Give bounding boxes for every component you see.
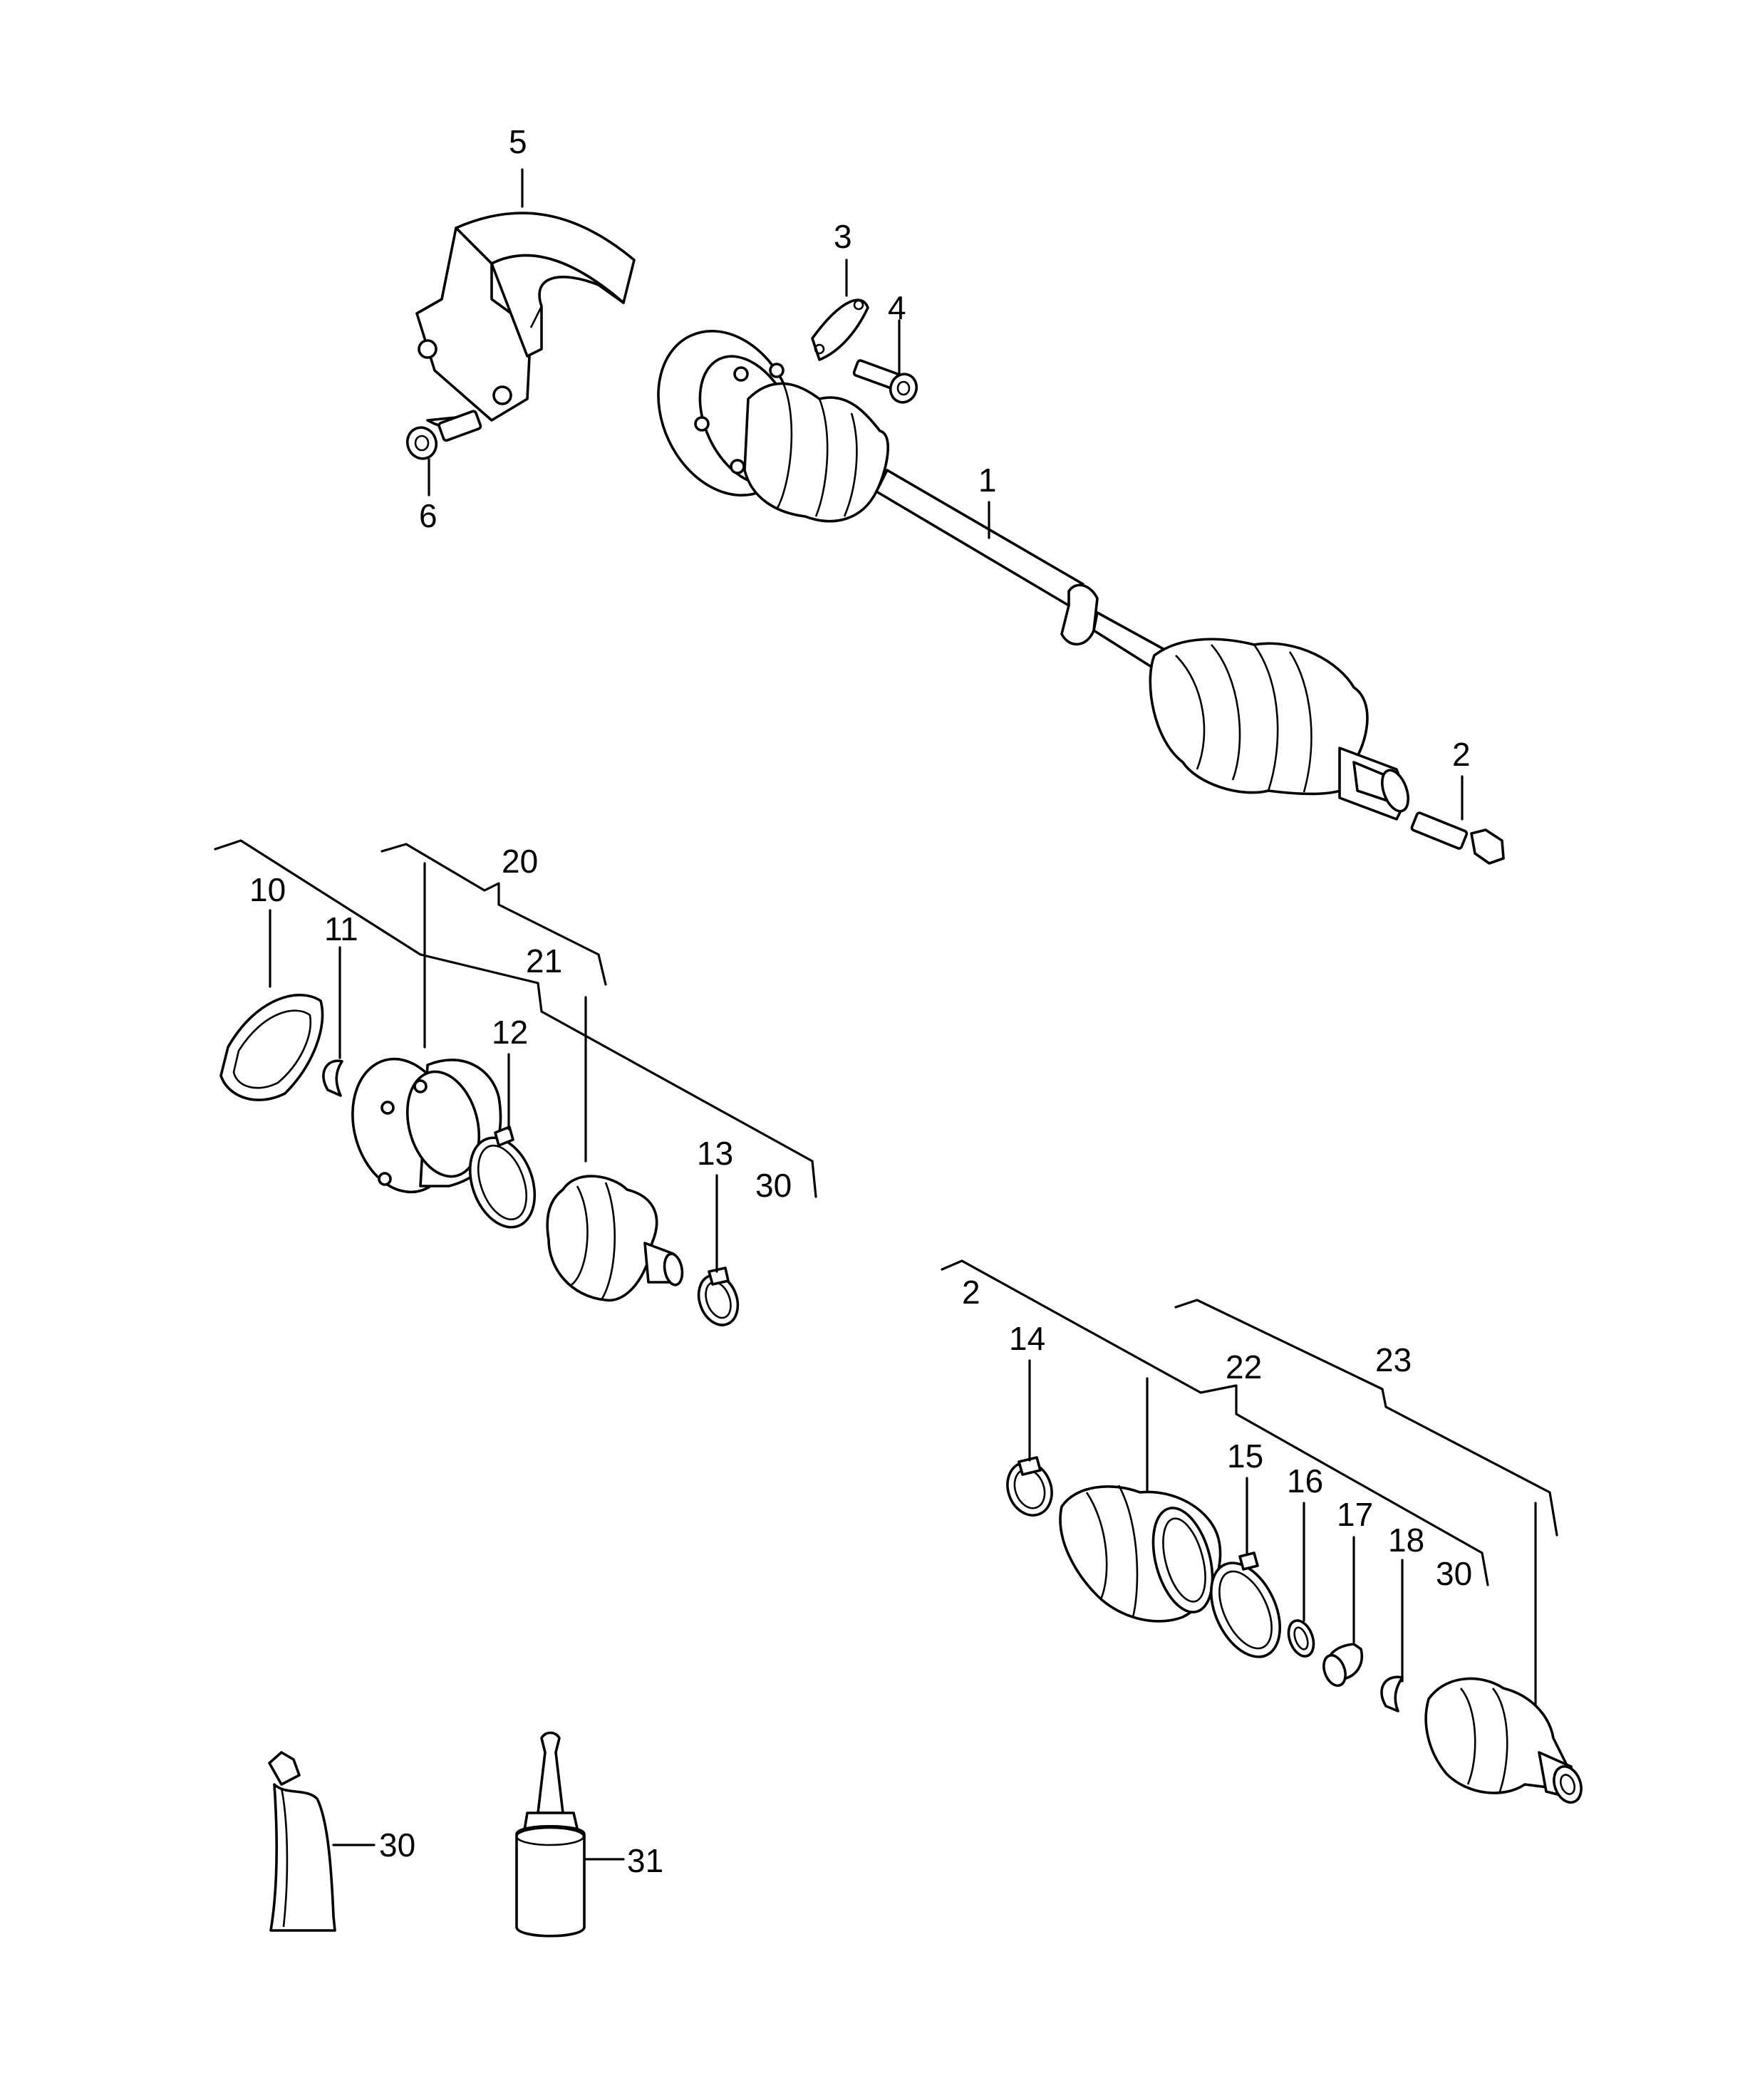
callout-4: 4 — [888, 289, 906, 326]
callout-2-kit: 2 — [962, 1274, 980, 1311]
lock-plate-part — [811, 298, 869, 361]
cv-joint-23-part — [1424, 1677, 1583, 1804]
boot-21-part — [546, 1175, 684, 1302]
callout-2-top: 2 — [1452, 736, 1471, 773]
callout-12: 12 — [492, 1014, 528, 1051]
kit-bracket-right — [941, 1259, 1558, 1732]
callout-3: 3 — [834, 218, 852, 255]
callout-13: 13 — [697, 1135, 733, 1172]
boot-22-part — [1059, 1485, 1222, 1623]
callout-10: 10 — [249, 871, 286, 908]
callout-16: 16 — [1287, 1462, 1323, 1499]
callout-14: 14 — [1009, 1320, 1045, 1357]
cv-joint-part — [351, 1057, 502, 1194]
bolt-2-part — [1410, 811, 1505, 865]
callout-30-tube: 30 — [379, 1826, 415, 1864]
callout-23: 23 — [1375, 1341, 1412, 1378]
gasket-part — [219, 994, 324, 1101]
clamp-12-part — [468, 1126, 537, 1229]
bolt-4-part — [852, 359, 918, 404]
grease-tube-part — [268, 1751, 336, 1932]
callout-11: 11 — [324, 910, 358, 947]
callout-17: 17 — [1337, 1496, 1373, 1533]
drive-shaft-part — [657, 329, 1410, 821]
callout-30-mid: 30 — [755, 1167, 792, 1204]
callout-30-right: 30 — [1436, 1555, 1472, 1592]
callout-5: 5 — [509, 123, 527, 160]
callout-22: 22 — [1226, 1348, 1262, 1386]
bolt-6-part — [405, 410, 482, 460]
callout-15: 15 — [1227, 1438, 1263, 1475]
kit-bracket-left — [214, 839, 817, 1198]
thrust-ring-17-part — [1322, 1643, 1363, 1688]
clamp-15-part — [1209, 1551, 1282, 1658]
callout-31: 31 — [627, 1842, 663, 1879]
clamp-13-part — [697, 1267, 740, 1326]
ring-16-part — [1287, 1619, 1315, 1658]
sealant-bottle-part — [515, 1731, 586, 1938]
callout-1: 1 — [978, 462, 997, 499]
circlip-11-part — [322, 1059, 343, 1097]
callout-6: 6 — [419, 497, 438, 534]
circlip-18-part — [1380, 1675, 1404, 1712]
clamp-14-part — [1006, 1456, 1053, 1517]
callout-21: 21 — [526, 942, 562, 979]
heat-shield-part — [415, 212, 636, 422]
callout-20: 20 — [502, 843, 538, 880]
callout-18: 18 — [1388, 1522, 1424, 1559]
